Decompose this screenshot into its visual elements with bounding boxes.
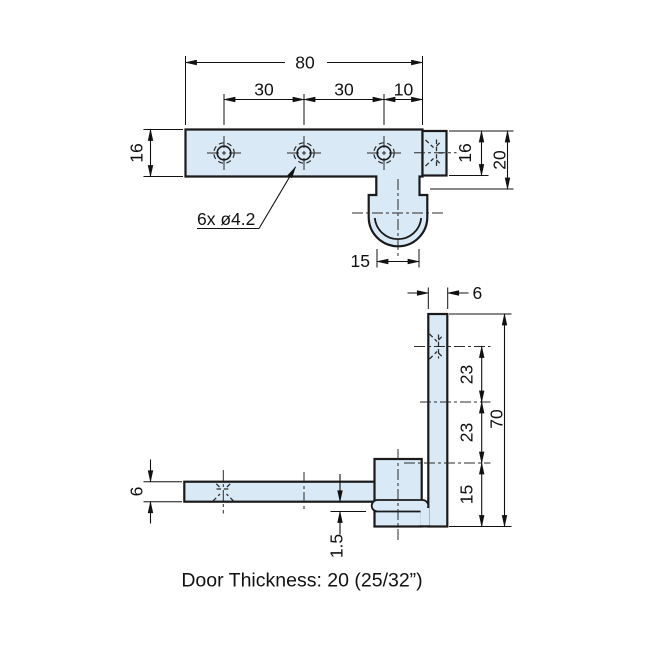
screw-hole-2 [287, 136, 321, 170]
tab-countersink-hidden-lines [414, 139, 457, 167]
vertical-leaf [427, 312, 449, 528]
dim-knuckle-offset-label: 20 [490, 150, 510, 170]
dim-knuckle-width: 15 [351, 249, 421, 271]
dim-leaf-height-left: 16 [127, 128, 183, 178]
dim-leaf-height-right: 16 [449, 129, 514, 177]
hole-note: 6x ø4.2 [197, 166, 297, 230]
top-view: 80 30 30 10 16 16 [127, 53, 514, 271]
caption: Door Thickness: 20 (25/32”) [181, 570, 422, 592]
side-view: 6 23 23 15 70 6 [127, 283, 512, 558]
dim-leaf-thickness-left-label: 6 [127, 487, 147, 497]
dim-knuckle-width-label: 15 [351, 251, 370, 271]
dim-overall-width-label: 80 [295, 53, 315, 73]
dim-hole-pitch-a-label: 23 [457, 365, 477, 384]
horizontal-leaf [183, 480, 378, 503]
dim-overall-height: 70 [449, 312, 512, 528]
bottom-join-patch [420, 508, 430, 526]
hleaf-countersink-hidden-lines [212, 483, 234, 502]
hole-note-label: 6x ø4.2 [197, 209, 255, 229]
dim-leaf-thickness-top: 6 [407, 283, 483, 309]
vleaf-countersink-hidden-lines [429, 333, 443, 360]
dim-knuckle-offset: 20 [430, 129, 514, 191]
dim-knuckle-protrusion: 1.5 [327, 474, 366, 558]
dim-right-chain: 23 23 15 [457, 345, 485, 528]
dim-knuckle-protrusion-label: 1.5 [327, 534, 347, 558]
dim-leaf-height-left-label: 16 [127, 143, 147, 162]
dim-leaf-height-right-label: 16 [455, 143, 475, 162]
dim-leaf-thickness-left: 6 [127, 459, 182, 524]
dim-hole-pitch-b-label: 23 [457, 423, 477, 442]
dim-overall-width: 80 [184, 53, 424, 125]
dim-hole-to-bottom-label: 15 [457, 485, 477, 504]
dim-hole-pitch-b-label: 30 [334, 80, 354, 100]
top-plate-outline [184, 128, 429, 248]
screw-hole-1 [207, 136, 241, 170]
dim-hole-pitch-a-label: 30 [254, 80, 274, 100]
dim-overall-height-label: 70 [487, 409, 507, 429]
dim-hole-spacing: 30 30 10 [222, 80, 424, 125]
dim-hole-to-edge-label: 10 [394, 80, 414, 100]
screw-hole-3 [367, 136, 401, 170]
knuckle-capsule [370, 499, 430, 513]
dim-leaf-thickness-top-label: 6 [473, 283, 483, 303]
